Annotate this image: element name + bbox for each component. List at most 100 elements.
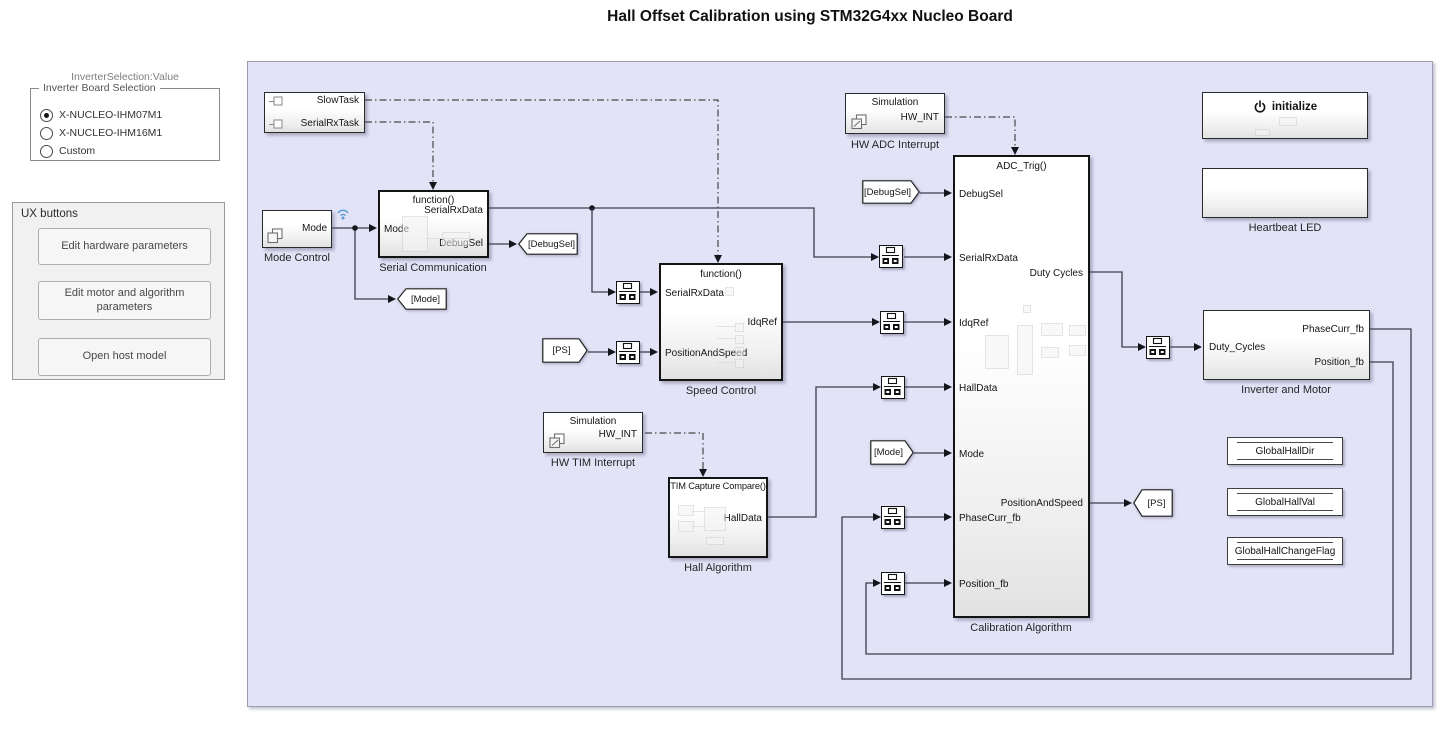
- data-store-label: GlobalHallVal: [1255, 496, 1315, 508]
- data-store-globalhallval[interactable]: GlobalHallVal: [1227, 488, 1343, 516]
- input-port-label: Mode: [959, 449, 985, 460]
- block-content-preview: [692, 526, 704, 527]
- block-content-preview: [402, 216, 428, 252]
- event-label: SerialRxTask: [300, 118, 359, 129]
- block-content-preview: [735, 347, 744, 356]
- goto-tag-debugsel[interactable]: [DebugSel]: [518, 233, 578, 255]
- data-store-globalhallchangeflag[interactable]: GlobalHallChangeFlag: [1227, 537, 1343, 565]
- block-content-preview: [985, 335, 1009, 369]
- hw-adc-interrupt-block[interactable]: Simulation HW_INT: [845, 93, 945, 134]
- rate-transition-block[interactable]: [616, 281, 640, 304]
- mask-parameter-heading: InverterSelection:Value: [71, 71, 179, 83]
- power-icon: [1254, 100, 1266, 113]
- subsystem-variant-icon: [549, 433, 565, 449]
- calibration-algorithm-block[interactable]: ADC_Trig() DebugSel SerialRxData IdqRef …: [953, 155, 1090, 618]
- block-content-preview: [735, 335, 744, 344]
- block-content-preview: [678, 505, 694, 516]
- signal-logging-wireless-icon: [337, 209, 349, 220]
- input-port-label: SerialRxData: [959, 253, 1018, 264]
- output-port-label: HW_INT: [900, 112, 939, 123]
- radio-circle[interactable]: [40, 144, 53, 158]
- block-caption: Hall Algorithm: [684, 562, 752, 574]
- block-content-preview: [1017, 325, 1033, 375]
- trigger-port-label: ADC_Trig(): [996, 161, 1047, 172]
- rate-transition-block[interactable]: [881, 572, 905, 595]
- block-content-preview: [717, 362, 735, 363]
- rate-transition-block[interactable]: [880, 311, 904, 334]
- input-port-label: DebugSel: [959, 189, 1003, 200]
- radio-circle[interactable]: [40, 126, 53, 140]
- trigger-port-label: function(): [412, 195, 455, 206]
- event-label: SlowTask: [316, 95, 359, 106]
- block-content-preview: [426, 238, 476, 239]
- rate-transition-block[interactable]: [616, 341, 640, 364]
- radio-x-nucleo-ihm16m1[interactable]: X-NUCLEO-IHM16M1: [40, 125, 162, 141]
- data-store-line: [1237, 493, 1333, 494]
- tag-label: [DebugSel]: [527, 238, 575, 250]
- input-port-label: PositionAndSpeed: [665, 348, 748, 359]
- block-content-preview: [1041, 323, 1063, 336]
- initialize-block[interactable]: initialize: [1202, 92, 1368, 139]
- ux-panel-label: UX buttons: [21, 208, 78, 220]
- output-port-label: IdqRef: [747, 317, 777, 328]
- block-caption: Inverter and Motor: [1241, 384, 1331, 396]
- block-content-preview: [706, 537, 724, 545]
- task-events-block[interactable]: SlowTask SerialRxTask: [264, 92, 365, 133]
- block-caption: Heartbeat LED: [1248, 222, 1322, 234]
- inverter-and-motor-block[interactable]: Duty_Cycles PhaseCurr_fb Position_fb: [1203, 310, 1370, 380]
- input-port-label: SerialRxData: [665, 288, 724, 299]
- output-port-label: Mode: [301, 223, 327, 234]
- subsystem-variant-icon: [267, 228, 283, 244]
- hall-algorithm-block[interactable]: TIM Capture Compare() HallData: [668, 477, 768, 558]
- block-caption: Serial Communication: [379, 262, 487, 274]
- group-label: Inverter Board Selection: [39, 82, 160, 94]
- input-port-label: Mode: [384, 224, 410, 235]
- rate-transition-block[interactable]: [881, 376, 905, 399]
- speed-control-block[interactable]: function() SerialRxData IdqRef PositionA…: [659, 263, 783, 381]
- tag-label: [Mode]: [410, 293, 441, 305]
- goto-tag-mode[interactable]: [Mode]: [397, 288, 447, 310]
- edit-motor-algorithm-parameters-button[interactable]: Edit motor and algorithm parameters: [38, 281, 211, 320]
- block-caption: Speed Control: [685, 385, 757, 397]
- radio-x-nucleo-ihm07m1[interactable]: X-NUCLEO-IHM07M1: [40, 107, 162, 123]
- event-port-icon: [269, 96, 283, 106]
- rate-transition-block[interactable]: [1146, 336, 1170, 359]
- data-store-label: GlobalHallChangeFlag: [1234, 545, 1336, 557]
- block-content-preview: [717, 350, 735, 351]
- output-port-label: SerialRxData: [424, 205, 483, 216]
- edit-hardware-parameters-button[interactable]: Edit hardware parameters: [38, 228, 211, 265]
- radio-custom[interactable]: Custom: [40, 143, 95, 159]
- from-tag-ps[interactable]: [PS]: [542, 338, 588, 363]
- radio-label: X-NUCLEO-IHM07M1: [59, 109, 163, 121]
- block-content-preview: [725, 287, 734, 296]
- data-store-line: [1237, 442, 1333, 443]
- rate-transition-block[interactable]: [879, 245, 903, 268]
- heartbeat-led-block[interactable]: [1202, 168, 1368, 218]
- from-tag-debugsel[interactable]: [DebugSel]: [862, 180, 920, 204]
- input-port-label: IdqRef: [959, 318, 989, 329]
- serial-communication-block[interactable]: function() SerialRxData Mode DebugSel: [378, 190, 489, 258]
- radio-circle[interactable]: [40, 108, 53, 122]
- goto-tag-ps[interactable]: [PS]: [1133, 489, 1173, 517]
- block-content-preview: [1069, 325, 1086, 336]
- from-tag-mode[interactable]: [Mode]: [870, 440, 914, 465]
- open-host-model-button[interactable]: Open host model: [38, 338, 211, 376]
- tag-label: [Mode]: [873, 447, 904, 458]
- data-store-line: [1237, 459, 1333, 460]
- block-content-preview: [1023, 305, 1031, 313]
- mode-control-block[interactable]: Mode: [262, 210, 332, 248]
- event-port-icon: [269, 119, 283, 129]
- block-content-preview: [735, 359, 744, 368]
- data-store-globalhalldir[interactable]: GlobalHallDir: [1227, 437, 1343, 465]
- output-port-label: PhaseCurr_fb: [1302, 324, 1364, 335]
- input-port-label: Position_fb: [959, 579, 1009, 590]
- rate-transition-block[interactable]: [881, 506, 905, 529]
- data-store-line: [1237, 510, 1333, 511]
- hw-tim-interrupt-block[interactable]: Simulation HW_INT: [543, 412, 643, 453]
- block-content-preview: [1069, 345, 1086, 356]
- inverter-board-selection-group: Inverter Board Selection X-NUCLEO-IHM07M…: [30, 82, 220, 161]
- initialize-label: initialize: [1271, 101, 1318, 113]
- radio-selected-dot: [44, 112, 49, 118]
- block-content-preview: [704, 507, 726, 531]
- tag-label: [DebugSel]: [863, 186, 911, 198]
